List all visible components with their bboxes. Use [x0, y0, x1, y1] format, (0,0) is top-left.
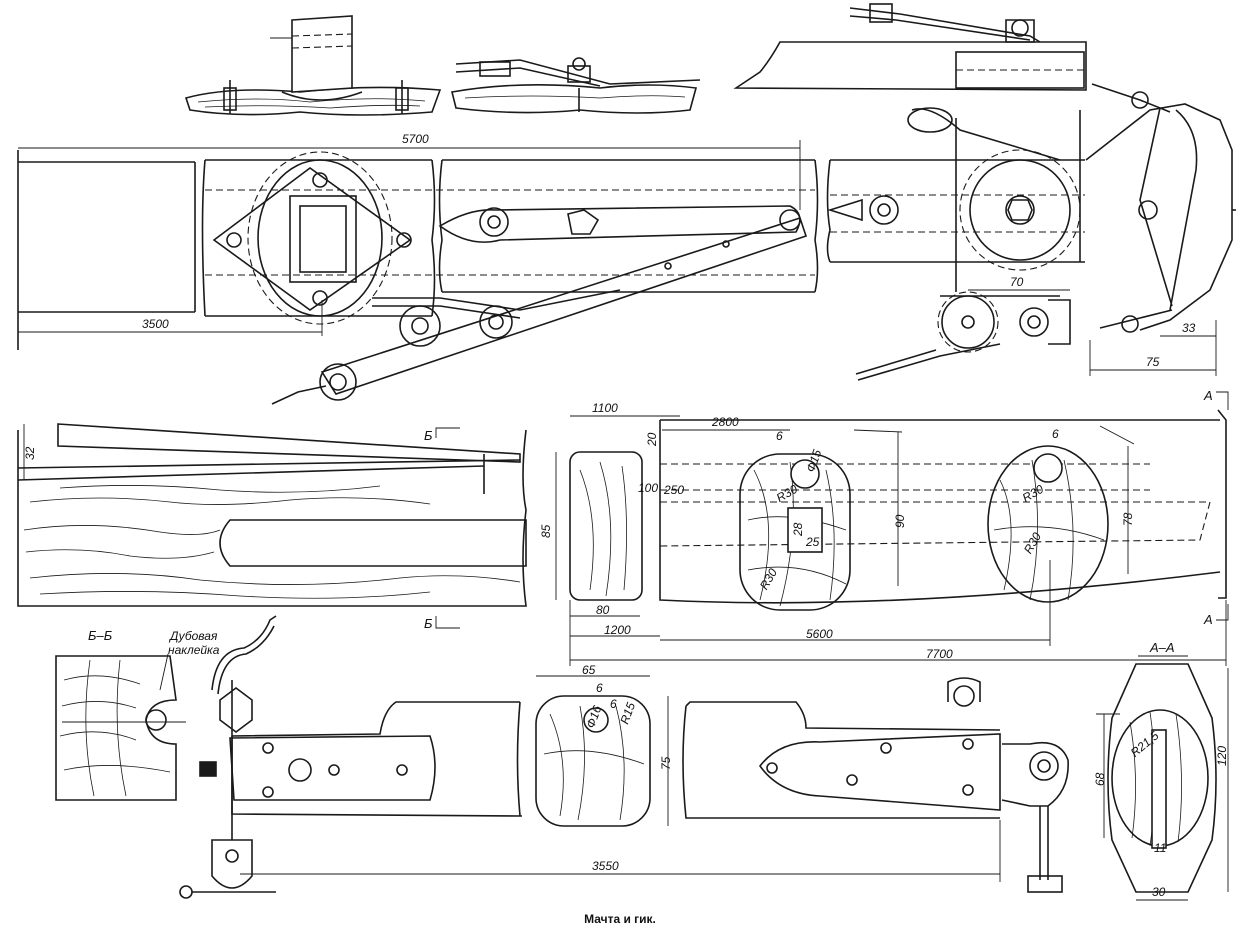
- dim-3550: 3550: [592, 859, 619, 873]
- dim-65: 65: [582, 663, 596, 677]
- boom-strut: [271, 216, 808, 405]
- dim-phi15: Ф15: [803, 447, 824, 474]
- section-bb-view: [55, 655, 186, 801]
- dim-r30-b: R30: [757, 566, 780, 592]
- mast-side-view: [17, 150, 1085, 350]
- section-bb-title: Б–Б: [88, 628, 113, 643]
- dim-r30-c: R30: [1020, 482, 1046, 505]
- section-aa-title: А–А: [1149, 640, 1175, 655]
- section-aa-view: [1096, 655, 1229, 901]
- dim-7700: 7700: [926, 647, 953, 661]
- oak-cheek-label-1: Дубовая: [168, 629, 218, 643]
- tack-shackle: [179, 615, 277, 899]
- dim-3500: 3500: [142, 317, 169, 331]
- gooseneck-fitting: [438, 205, 801, 270]
- dim-5600: 5600: [806, 627, 833, 641]
- dim-20: 20: [645, 432, 659, 447]
- boom-oak-wood-view: [17, 423, 527, 607]
- dim-30: 30: [1152, 885, 1166, 899]
- dim-100: 100: [638, 481, 658, 495]
- dim-250: 250: [663, 483, 684, 497]
- dim-68: 68: [1093, 772, 1107, 786]
- section-marks: Б Б А А Б–Б А–А Дубовая наклейка: [88, 388, 1229, 657]
- section-mark-a-bottom: А: [1203, 612, 1213, 627]
- dim-1200: 1200: [604, 623, 631, 637]
- spreader-fitting: [1085, 83, 1236, 333]
- oak-cheek-label-2: наклейка: [168, 643, 220, 657]
- dim-1100: 1100: [592, 401, 618, 415]
- boom-end-left: [229, 701, 523, 817]
- masthead-sheave: [827, 107, 1081, 292]
- dim-75-b: 75: [659, 756, 673, 770]
- dim-85: 85: [539, 524, 553, 538]
- boom-end-right: [240, 677, 1069, 893]
- mast-plan-dimension-lines: [555, 415, 1227, 666]
- sheave-block-lower: [855, 291, 1071, 381]
- dim-r15: R15: [617, 700, 638, 726]
- dim-2800: 2800: [711, 415, 739, 429]
- boom-section-middle: [535, 675, 669, 827]
- section-mark-b-top: Б: [424, 428, 433, 443]
- mast-plan-view: [569, 409, 1227, 611]
- dim-5700: 5700: [402, 132, 429, 146]
- dim-32: 32: [23, 446, 37, 460]
- dim-6-a: 6: [776, 429, 783, 443]
- dim-70: 70: [1010, 275, 1024, 289]
- section-mark-b-bottom: Б: [424, 616, 433, 631]
- dim-120: 120: [1215, 746, 1229, 766]
- top-dimension-lines: [18, 140, 1217, 376]
- masthead-detail: [733, 3, 1087, 91]
- figure-caption: Мачта и гик.: [584, 912, 656, 926]
- dim-78: 78: [1121, 512, 1135, 526]
- dim-6-c: 6: [596, 681, 603, 695]
- chainplate-detail: [451, 57, 701, 114]
- dim-28: 28: [791, 522, 805, 537]
- dim-6-b: 6: [1052, 427, 1059, 441]
- dim-25: 25: [805, 535, 820, 549]
- dim-r30-d: R30: [1021, 530, 1044, 556]
- section-mark-a-top: А: [1203, 388, 1213, 403]
- dim-11: 11: [1154, 841, 1166, 855]
- dim-80: 80: [596, 603, 610, 617]
- dim-33: 33: [1182, 321, 1196, 335]
- mast-step-detail: [184, 15, 442, 116]
- dim-6-d: 6: [610, 697, 617, 711]
- mast-step-plate: [212, 151, 412, 325]
- dim-90: 90: [893, 514, 907, 528]
- dim-75: 75: [1146, 355, 1160, 369]
- oak-cheek-note-leader: [159, 653, 169, 691]
